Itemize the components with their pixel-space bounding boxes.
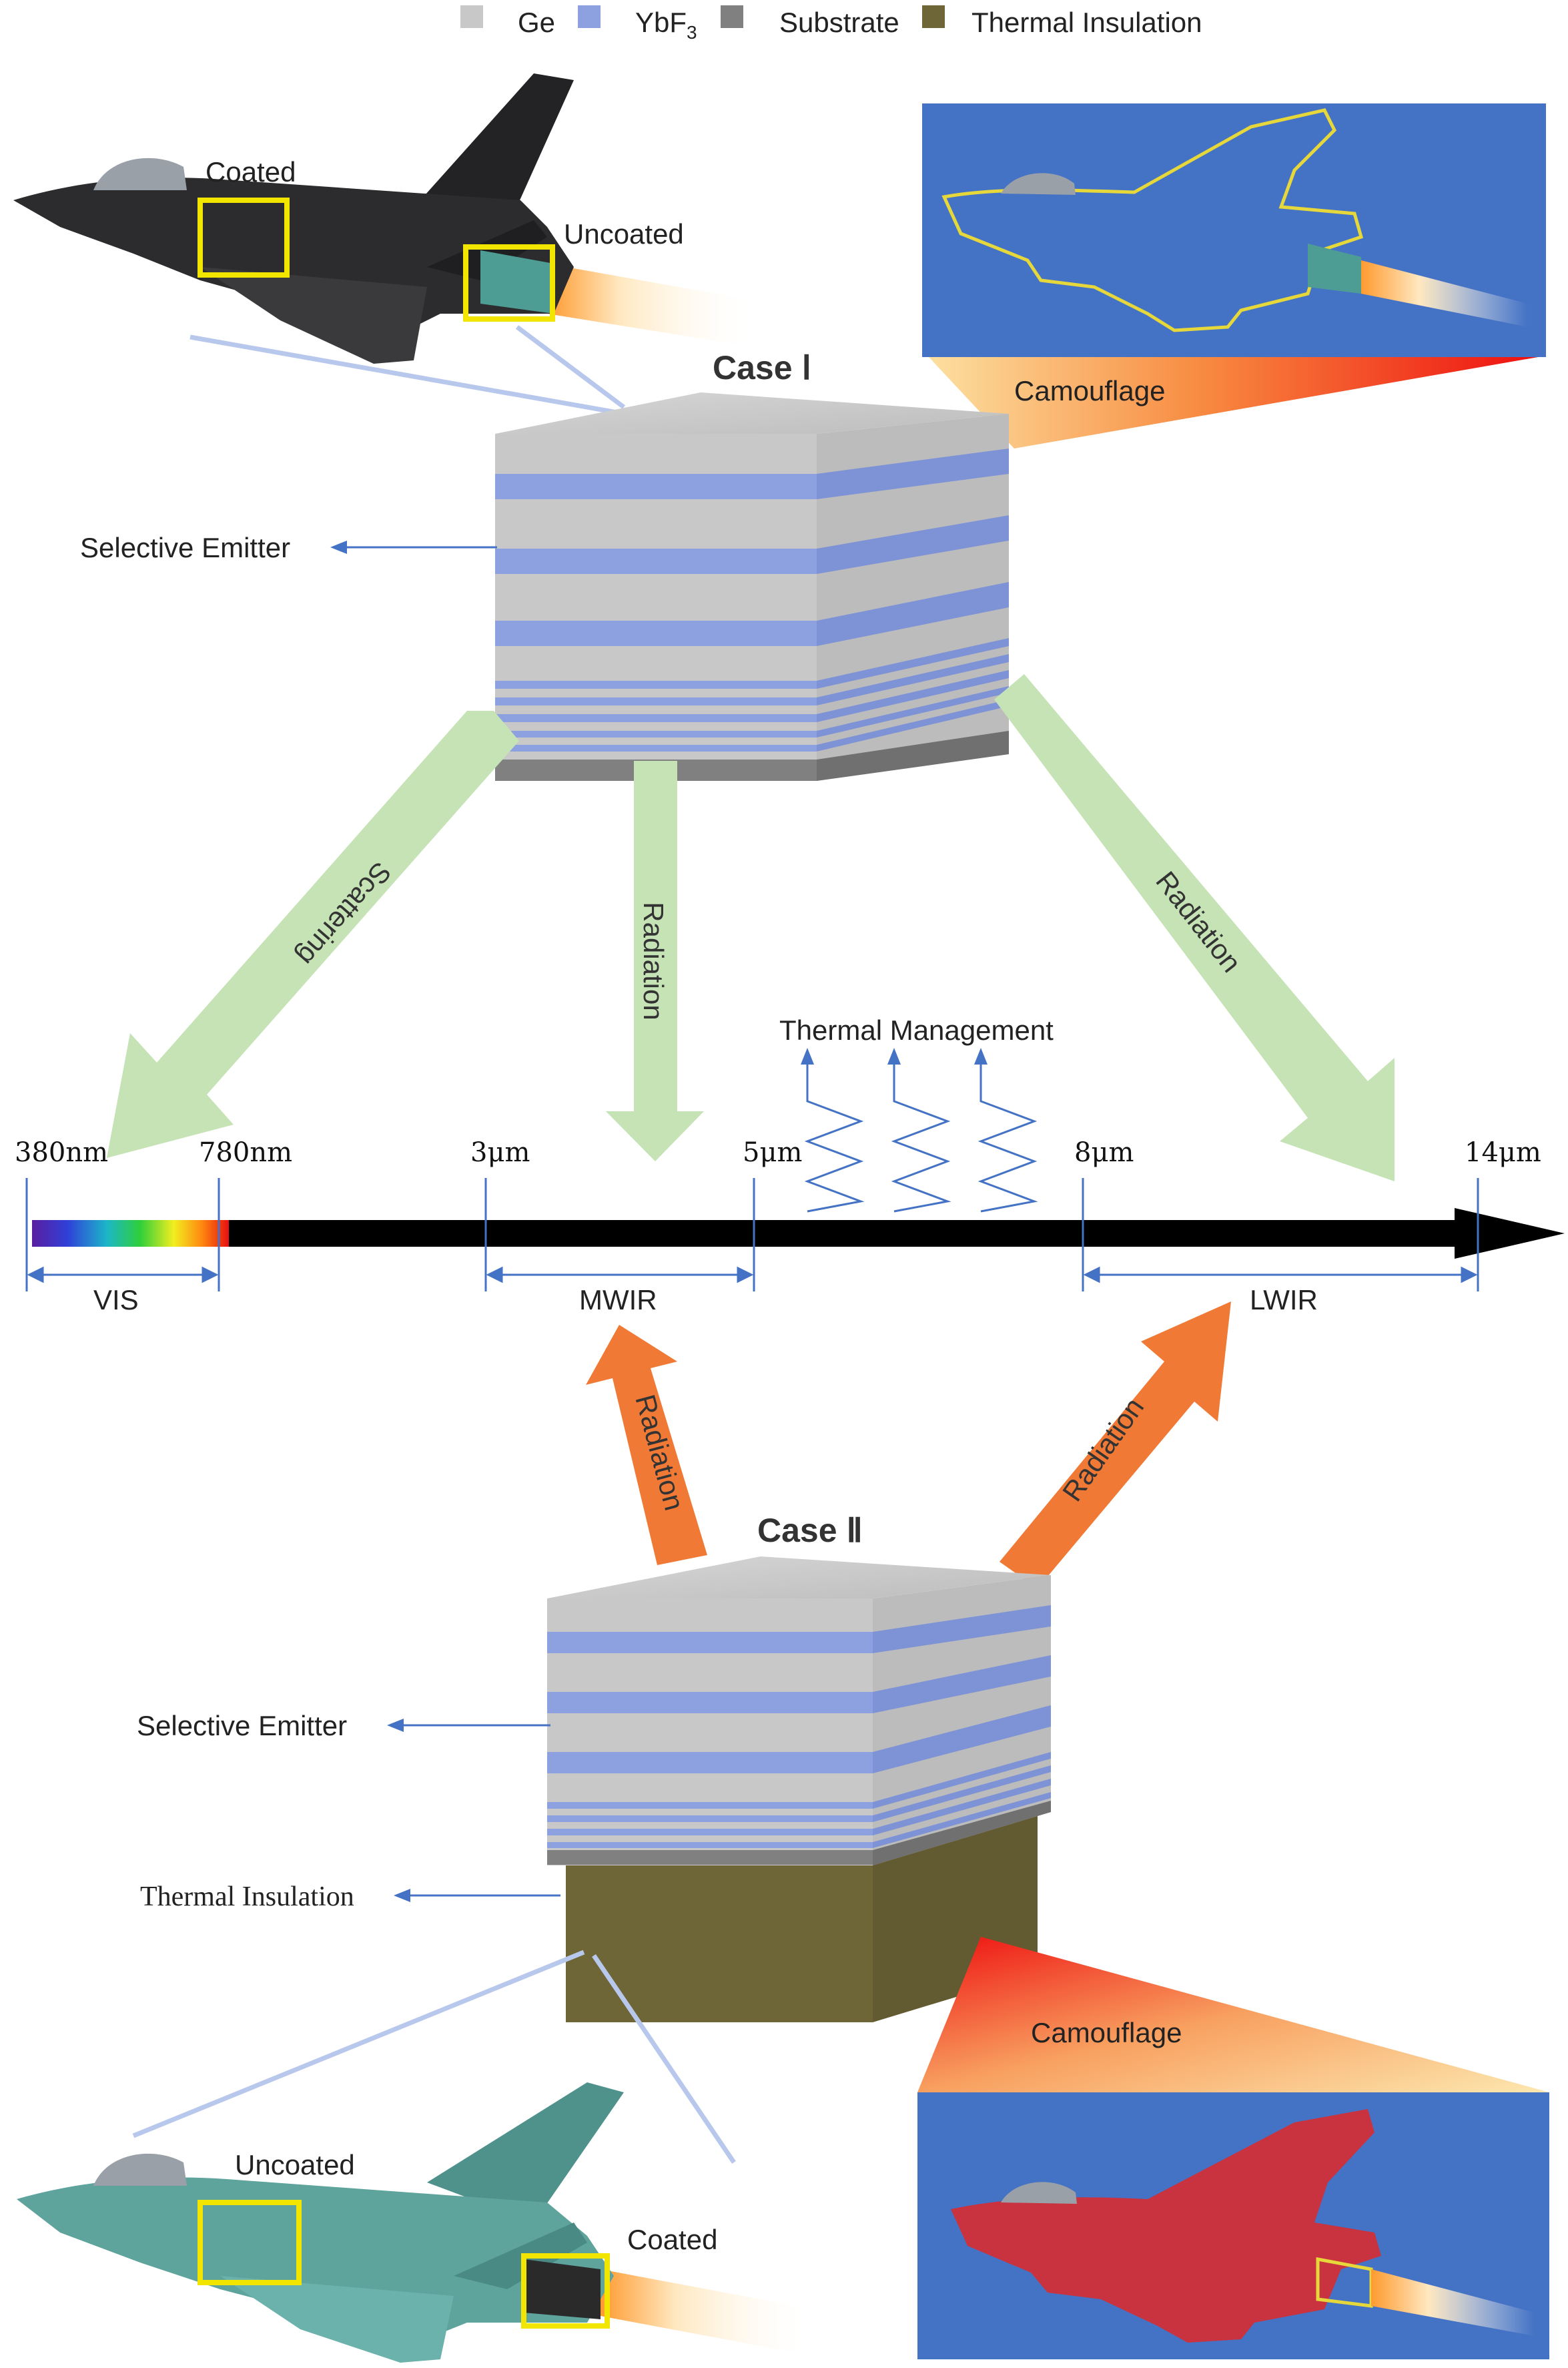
visible-gradient [32, 1220, 229, 1247]
axis-arrowhead [1455, 1208, 1565, 1259]
arrowhead [974, 1048, 988, 1065]
uncoated-label: Uncoated [235, 2149, 355, 2180]
jet-canopy [1001, 173, 1076, 195]
multilayer-stack-case1 [495, 392, 1009, 781]
ir-panel-case1 [922, 103, 1546, 357]
legend-swatch-substrate [721, 5, 743, 28]
case2-title: Case Ⅱ [757, 1512, 863, 1549]
top-layer-ge [547, 1556, 1051, 1598]
arrowhead [887, 1048, 901, 1065]
arrowhead [801, 1048, 814, 1065]
jet-canopy [93, 2153, 187, 2186]
legend: Ge YbF3 Substrate Thermal Insulation [460, 5, 1202, 43]
jet-silhouette-red [951, 2109, 1381, 2343]
multilayer-stack-case2 [547, 1556, 1051, 2022]
exhaust-nozzle [1308, 244, 1361, 294]
band-label-lwir: LWIR [1250, 1284, 1318, 1315]
camouflage-wedge [929, 357, 1538, 449]
radiation-arrow-up-lwir: Radiation [1000, 1301, 1231, 1588]
tick-label-3um: 3μm [470, 1137, 530, 1168]
arrowhead [387, 1719, 404, 1732]
tick-label-5um: 5μm [743, 1137, 802, 1168]
band-label-vis: VIS [93, 1284, 139, 1315]
exhaust-flame [1361, 260, 1528, 327]
insulation-layer [566, 1859, 873, 2022]
band-label-mwir: MWIR [579, 1284, 657, 1315]
coated-label: Coated [206, 156, 296, 188]
arrowhead [330, 541, 347, 554]
radiation-label: Radiation [638, 902, 669, 1020]
thermal-management-label: Thermal Management [779, 1014, 1054, 1046]
thermal-insulation-label: Thermal Insulation [140, 1881, 354, 1912]
tick-label-380nm: 380nm [15, 1137, 108, 1168]
legend-label-insulation: Thermal Insulation [971, 7, 1202, 38]
spectrum-axis: 380nm 780nm 3μm 5μm 8μm 14μm VIS MWIR LW… [15, 1137, 1565, 1315]
camouflage-label: Camouflage [1014, 375, 1165, 406]
uncoated-callout-box [198, 2200, 302, 2285]
jet-canopy [1001, 2182, 1077, 2204]
coated-label: Coated [627, 2224, 717, 2255]
radiation-arrow-up-mwir: Radiation [586, 1325, 707, 1565]
callout-line [592, 1954, 736, 2164]
legend-swatch-ge [460, 5, 483, 28]
legend-swatch-insulation [922, 5, 945, 28]
radiation-arrow-lwir: Radiation [994, 674, 1395, 1181]
exhaust-flame [601, 2269, 814, 2356]
scattering-arrow: Scattering [107, 711, 519, 1158]
exhaust-flame [547, 264, 754, 347]
radiation-arrow-mwir: Radiation [606, 761, 704, 1161]
legend-swatch-ybf3 [578, 5, 601, 28]
tick-label-8um: 8μm [1074, 1137, 1134, 1168]
camouflage-wedge [917, 1937, 1549, 2092]
callout-line [189, 334, 618, 415]
coated-callout-box [521, 2253, 610, 2329]
exhaust-flame [1371, 2269, 1535, 2336]
case1-title: Case Ⅰ [713, 349, 811, 386]
selective-emitter-label: Selective Emitter [80, 532, 290, 563]
jet-dark-coated: Coated Uncoated [13, 73, 754, 364]
ir-panel-case2 [917, 2092, 1549, 2359]
legend-label-substrate: Substrate [779, 7, 899, 38]
camouflage-label: Camouflage [1031, 2017, 1182, 2048]
arrowhead [394, 1889, 410, 1902]
selective-emitter-label: Selective Emitter [137, 1710, 347, 1741]
exhaust-nozzle [524, 2259, 601, 2319]
thermal-management-waves [804, 1055, 1038, 1213]
callout-line [515, 325, 626, 409]
legend-label-ybf3: YbF3 [635, 7, 697, 43]
jet-outline [941, 108, 1364, 332]
jet-canopy [93, 158, 187, 190]
spectrum-bar [32, 1220, 1460, 1247]
uncoated-label: Uncoated [564, 218, 684, 250]
tick-label-14um: 14μm [1465, 1137, 1541, 1168]
ir-background [922, 103, 1546, 357]
legend-label-ge: Ge [518, 7, 555, 38]
tick-label-780nm: 780nm [199, 1137, 292, 1168]
jet-teal: Uncoated Coated [17, 2082, 814, 2363]
callout-line [132, 1950, 585, 2138]
coated-callout-box [198, 198, 290, 278]
uncoated-callout-box [463, 244, 555, 322]
top-layer-ge [495, 392, 1009, 434]
substrate-layer [547, 1850, 873, 1865]
